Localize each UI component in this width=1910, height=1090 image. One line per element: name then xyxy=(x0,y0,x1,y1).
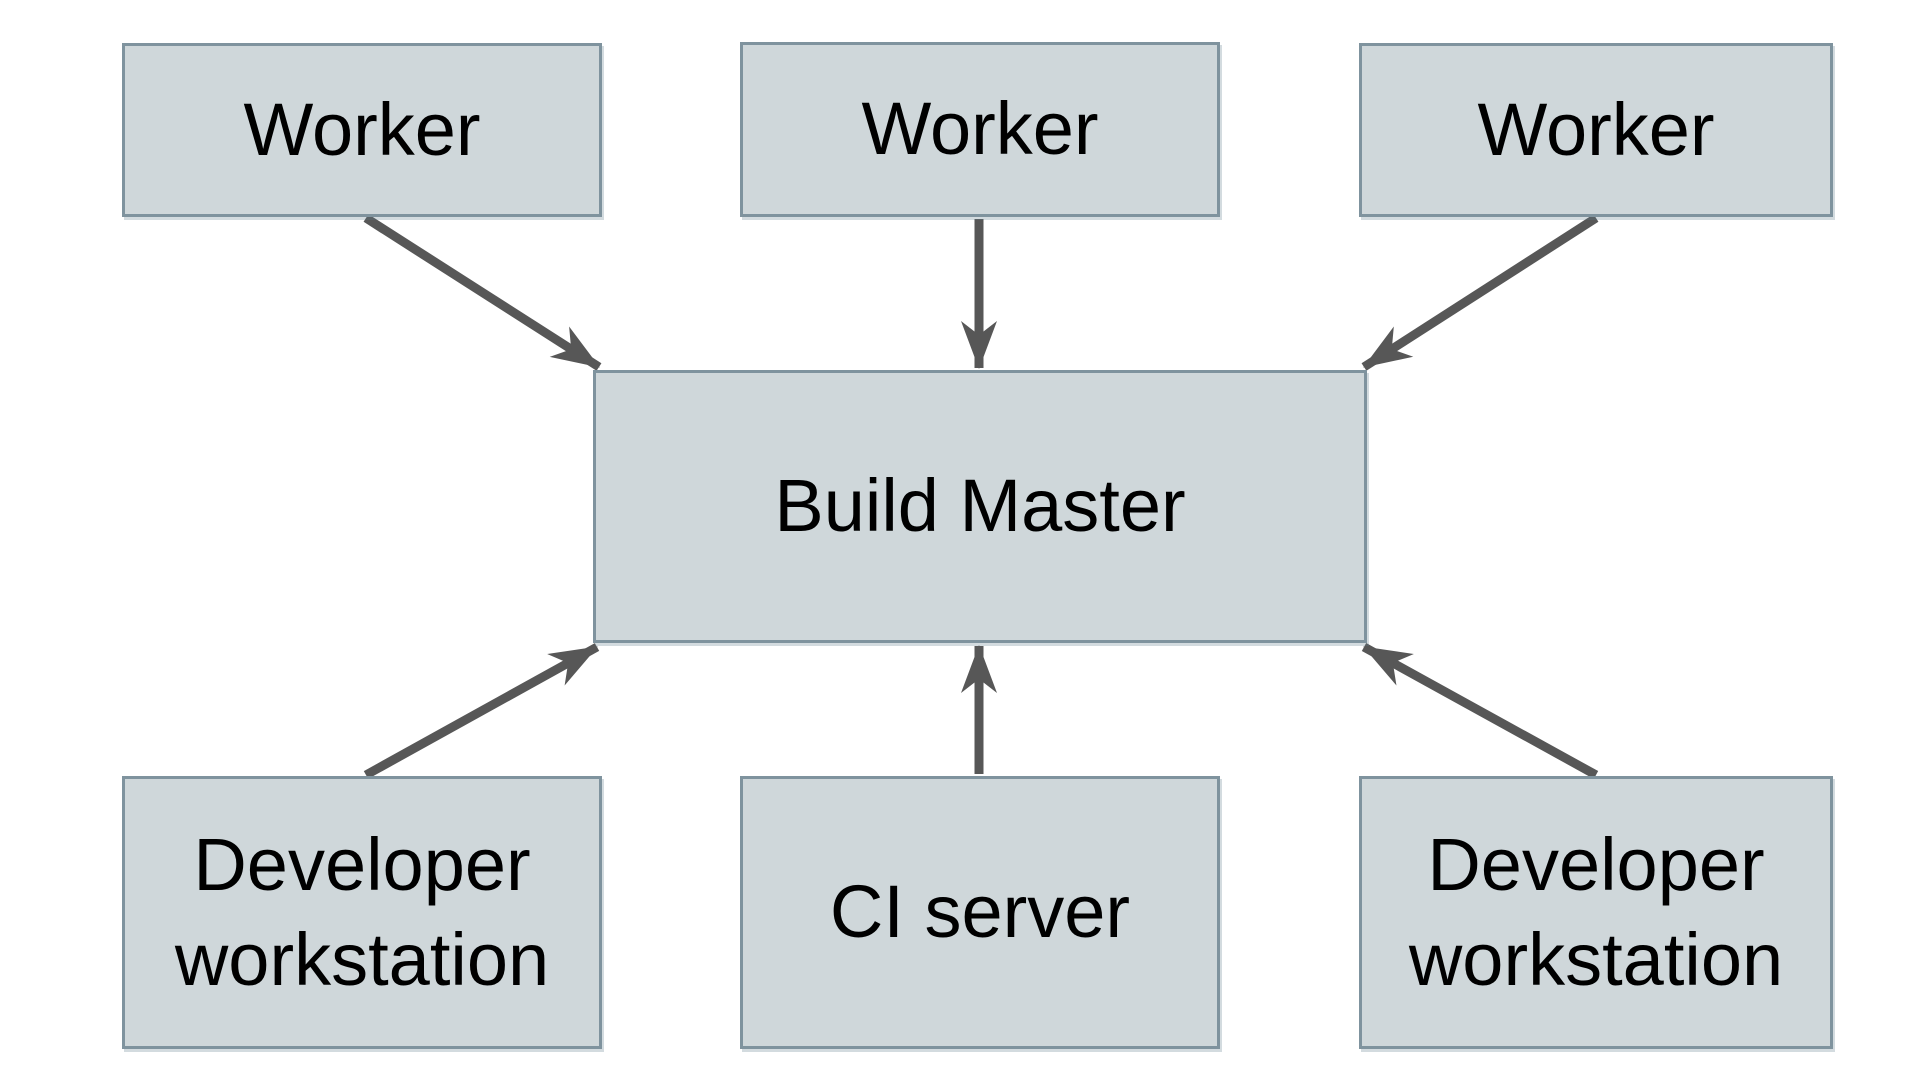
node-worker-1: Worker xyxy=(122,43,602,217)
node-developer-workstation-left: Developer workstation xyxy=(122,776,602,1049)
node-worker-2: Worker xyxy=(740,42,1220,217)
node-ci-server: CI server xyxy=(740,776,1220,1049)
node-build-master-label: Build Master xyxy=(774,464,1186,548)
arrow-worker-1-to-build-master xyxy=(363,214,602,371)
arrow-developer-workstation-right-to-build-master xyxy=(1361,643,1599,779)
arrow-worker-3-to-build-master xyxy=(1361,214,1599,371)
node-worker-3: Worker xyxy=(1359,43,1833,217)
node-worker-2-label: Worker xyxy=(861,87,1099,171)
node-developer-workstation-right: Developer workstation xyxy=(1359,776,1833,1049)
node-developer-workstation-right-label: Developer workstation xyxy=(1408,822,1784,1001)
node-developer-workstation-left-label: Developer workstation xyxy=(174,822,550,1001)
arrow-developer-workstation-left-to-build-master xyxy=(363,643,600,779)
node-build-master: Build Master xyxy=(593,370,1367,643)
node-ci-server-label: CI server xyxy=(829,870,1131,954)
node-worker-3-label: Worker xyxy=(1477,87,1715,171)
node-worker-1-label: Worker xyxy=(243,87,481,171)
